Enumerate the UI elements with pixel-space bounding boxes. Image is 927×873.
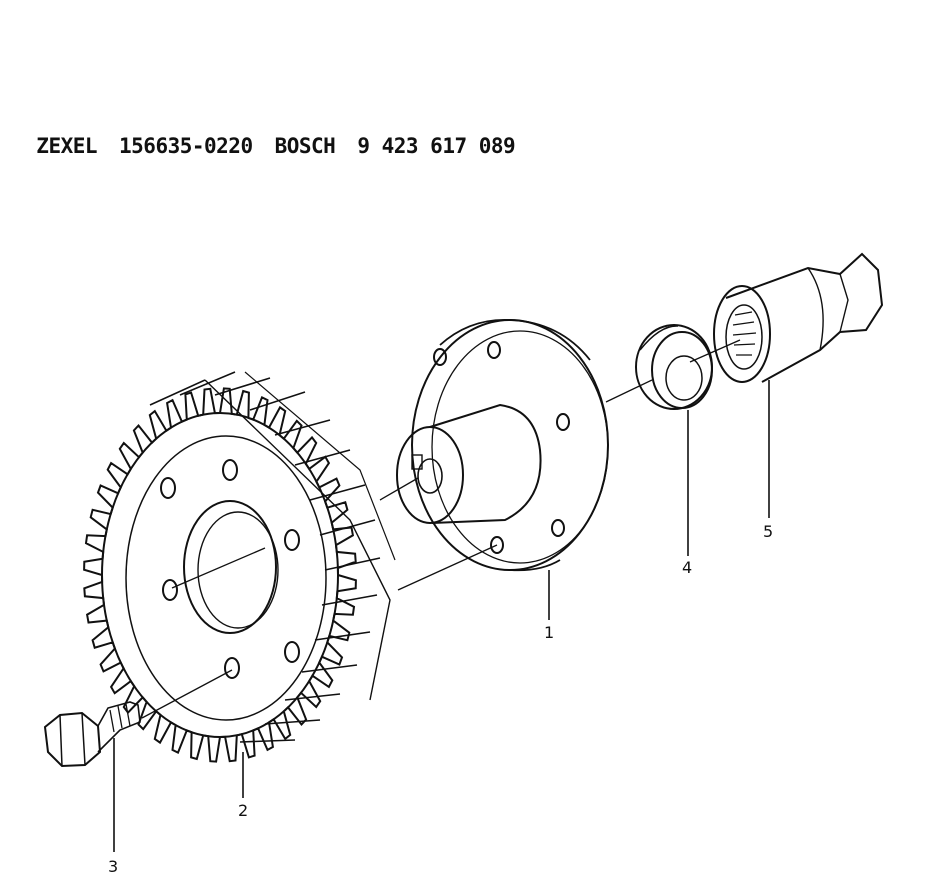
nut-icon bbox=[713, 252, 884, 383]
part-number-bosch: 9 423 617 089 bbox=[357, 134, 516, 158]
part-number-zexel: 156635-0220 bbox=[119, 134, 253, 158]
diagram-header: ZEXEL 156635-0220 BOSCH 9 423 617 089 bbox=[12, 110, 537, 158]
callout-2: 2 bbox=[238, 801, 248, 820]
brand-zexel: ZEXEL bbox=[36, 134, 98, 158]
brand-bosch: BOSCH bbox=[274, 134, 336, 158]
leader-lines bbox=[113, 380, 770, 852]
bolt-icon bbox=[43, 701, 141, 768]
callout-3: 3 bbox=[108, 857, 118, 873]
washer-icon bbox=[635, 324, 713, 410]
callout-4: 4 bbox=[682, 558, 692, 577]
assembly-lines bbox=[141, 339, 741, 719]
flange-hub-icon bbox=[396, 319, 609, 572]
callout-1: 1 bbox=[544, 623, 554, 642]
callout-5: 5 bbox=[763, 522, 773, 541]
gear-icon bbox=[83, 371, 396, 763]
